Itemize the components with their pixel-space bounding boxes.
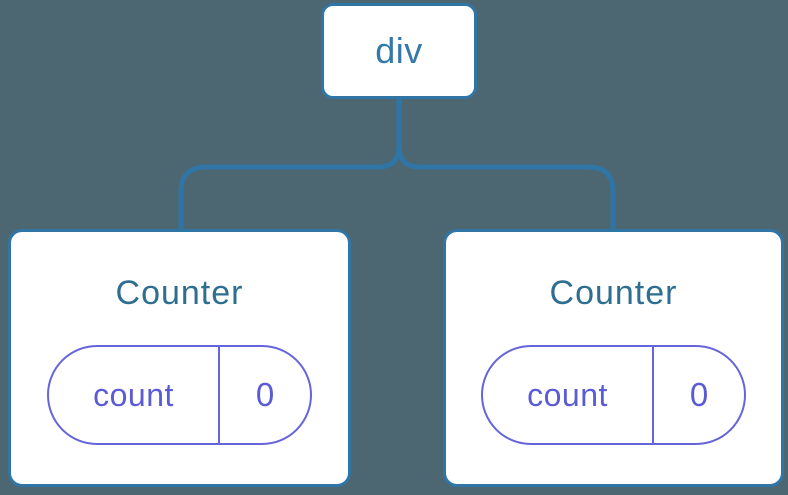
- connector-branch-left: [178, 99, 402, 229]
- state-key: count: [483, 347, 654, 443]
- root-node-div: div: [321, 3, 477, 99]
- counter-card-left: Counter count 0: [8, 229, 351, 487]
- counter-card-right: Counter count 0: [443, 229, 784, 487]
- state-key: count: [49, 347, 220, 443]
- root-node-label: div: [375, 30, 423, 71]
- counter-card-title: Counter: [549, 274, 678, 312]
- state-pill: count 0: [47, 345, 312, 445]
- state-pill: count 0: [481, 345, 746, 445]
- state-value: 0: [689, 376, 709, 413]
- counter-card-title: Counter: [115, 274, 244, 312]
- state-value: 0: [255, 376, 275, 413]
- connector-branch-right: [396, 99, 616, 229]
